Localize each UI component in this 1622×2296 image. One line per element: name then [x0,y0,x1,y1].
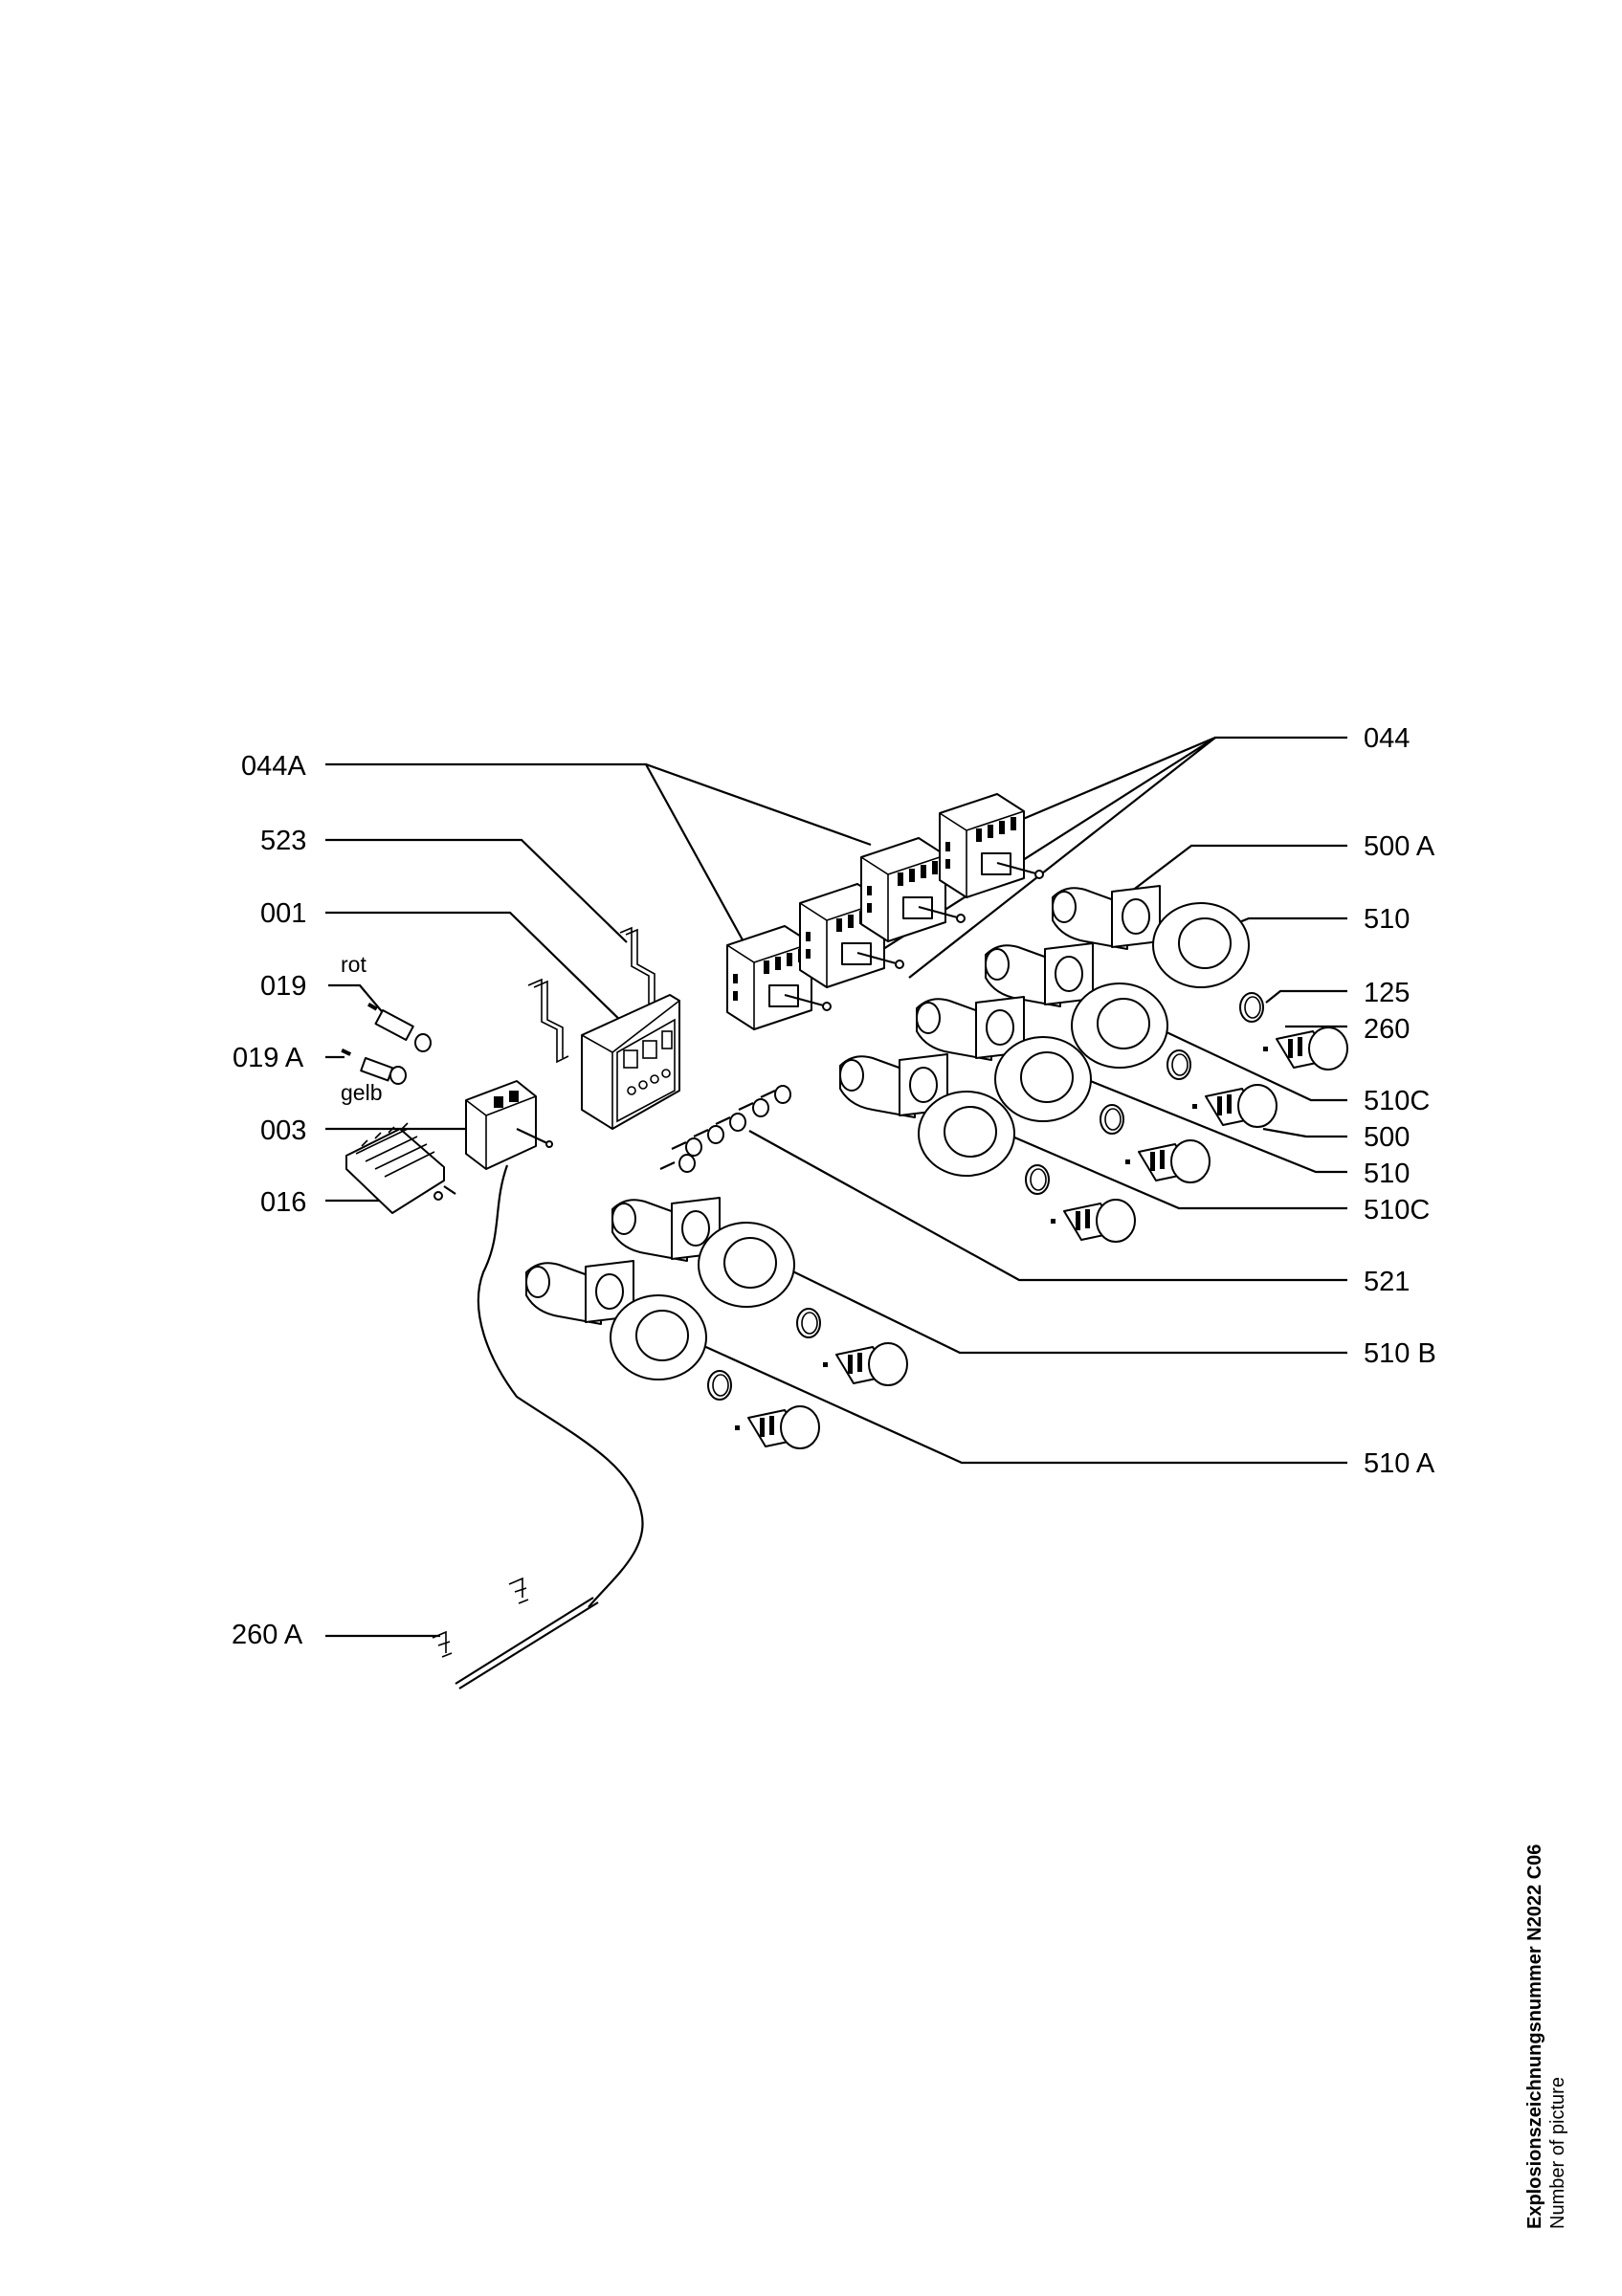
label-510C-top: 510C [1364,1086,1430,1116]
label-044: 044 [1364,723,1410,754]
control-knob-260-row4 [1050,1199,1136,1243]
o-ring-125-row5 [796,1308,821,1338]
trim-ring-510B-row5 [698,1222,795,1308]
leader-lines [325,736,1347,1638]
label-500: 500 [1364,1122,1410,1153]
selector-switch-016 [345,1122,456,1214]
control-knob-260-row6 [734,1405,820,1449]
clock-timer-001 [581,994,680,1130]
note-gelb: gelb [341,1080,382,1105]
label-019: 019 [260,971,306,1002]
o-ring-125-row2 [1167,1049,1191,1080]
trim-ring-510-row3 [994,1036,1092,1122]
label-523: 523 [260,826,306,856]
control-knob-260-row3 [1124,1139,1211,1183]
label-510A: 510 A [1364,1448,1435,1479]
indicator-lamp-019A-yellow [341,1049,407,1085]
label-510C-mid: 510C [1364,1195,1430,1225]
drawing-number-caption: Number of picture [1547,2077,1568,2229]
indicator-lamp-019-red [367,1003,432,1052]
bracket-523-lower [527,978,569,1064]
control-knob-260-row5 [822,1342,908,1386]
control-knob-260-row2 [1191,1084,1278,1128]
drawing-number-footer: Explosionszeichnungsnummer N2022 C06 Num… [1523,1844,1569,2229]
label-044A: 044A [241,751,306,782]
knob-socket-500A-row1 [1052,885,1161,950]
label-125: 125 [1364,978,1410,1008]
thermostat-003 [465,1080,553,1170]
knob-socket-500-row2 [985,942,1094,1007]
label-510B: 510 B [1364,1338,1436,1369]
trim-ring-510-row1 [1152,902,1250,988]
label-260: 260 [1364,1014,1410,1045]
label-016: 016 [260,1187,306,1218]
control-knob-260-row1 [1262,1027,1348,1071]
o-ring-125-row4 [1025,1164,1050,1195]
drawing-number: Explosionszeichnungsnummer N2022 C06 [1524,1843,1545,2229]
o-ring-125-row1 [1239,992,1264,1023]
o-ring-125-row3 [1100,1104,1124,1135]
trim-ring-510A-row6 [610,1294,707,1380]
trim-ring-510C-row4 [918,1091,1015,1177]
o-ring-125-row6 [707,1370,732,1401]
label-001: 001 [260,898,306,929]
label-003: 003 [260,1115,306,1146]
terminals-521 [659,1085,791,1173]
energy-regulator-044-rear [938,792,1045,899]
label-510-top: 510 [1364,904,1410,935]
label-510-mid: 510 [1364,1159,1410,1189]
trim-ring-510C-row2 [1071,982,1168,1069]
note-rot: rot [341,952,367,977]
label-500A: 500 A [1364,831,1435,862]
label-019A: 019 A [233,1043,304,1073]
label-260A: 260 A [232,1620,303,1650]
capillary-probe-260A [432,1164,644,1689]
label-521: 521 [1364,1267,1410,1297]
